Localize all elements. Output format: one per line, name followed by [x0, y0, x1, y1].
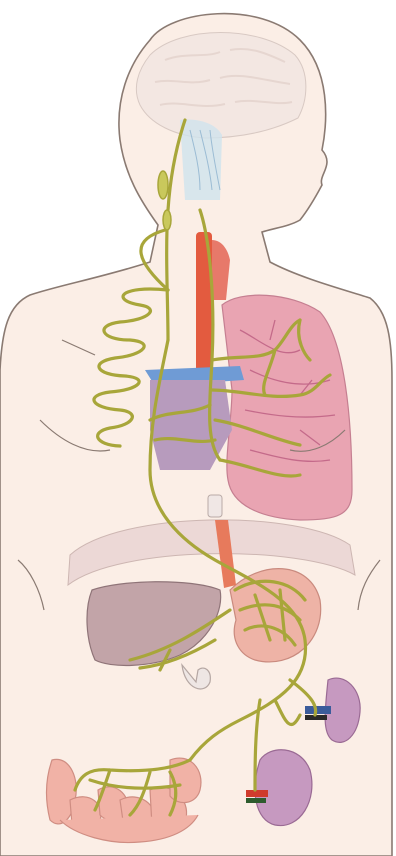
esophagus-stub	[208, 495, 222, 517]
brainstem	[180, 120, 222, 200]
brain	[136, 33, 306, 139]
